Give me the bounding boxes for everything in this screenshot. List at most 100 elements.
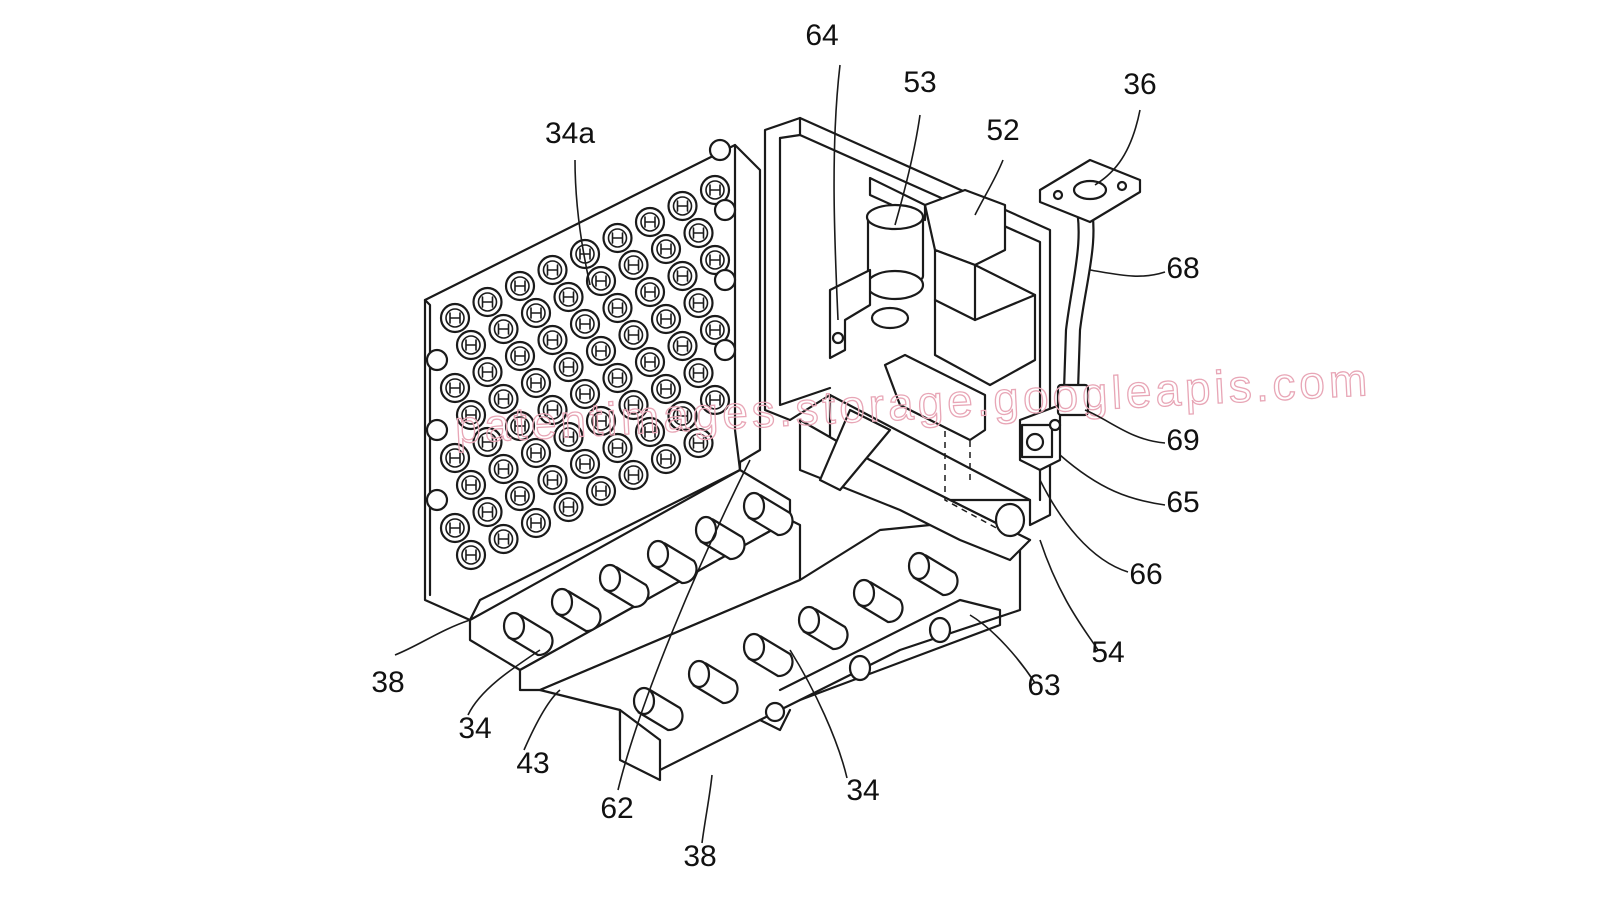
cell-terminal [585, 405, 617, 437]
cell-terminal [488, 453, 519, 485]
cell-terminal [618, 249, 649, 281]
label-38-bottom: 38 [683, 840, 716, 873]
cell-terminal [439, 512, 471, 544]
cell-terminal [537, 464, 568, 496]
component-53-cylinder [865, 176, 927, 330]
cell-terminal [699, 314, 731, 346]
cell-terminal [667, 400, 698, 432]
cell-terminal [439, 372, 471, 404]
flange-36 [1038, 158, 1142, 224]
cylindrical-cell [632, 686, 684, 732]
cell-terminal [569, 448, 601, 480]
cell-terminal [537, 254, 568, 286]
cell-terminal [650, 443, 682, 475]
cell-terminal [504, 480, 536, 512]
leader-lines [394, 64, 1166, 844]
cell-terminal [488, 313, 519, 345]
cell-terminal [553, 421, 584, 453]
cell-terminal [667, 260, 698, 292]
cylindrical-cell [907, 551, 959, 597]
cell-terminal [520, 437, 552, 469]
label-34-left: 34 [458, 712, 491, 745]
cell-terminal [472, 496, 503, 528]
cell-terminal [602, 432, 633, 464]
cell-terminal [569, 378, 601, 410]
cell-terminal [537, 394, 568, 426]
cell-terminal [520, 367, 552, 399]
cell-terminal [569, 238, 601, 270]
label-63: 63 [1027, 669, 1060, 702]
cell-terminal [683, 357, 714, 389]
cell-terminal [455, 399, 487, 431]
label-66: 66 [1129, 558, 1162, 591]
cylindrical-cell [797, 605, 849, 651]
cell-terminal [585, 265, 617, 297]
cell-terminal [634, 206, 666, 238]
cell-terminal [537, 324, 568, 356]
cell-terminal [520, 507, 552, 539]
cylindrical-cell [742, 491, 794, 537]
bottom-structure [468, 468, 1022, 782]
pipe-68 [1056, 198, 1095, 417]
cylindrical-cell [550, 587, 602, 633]
label-43: 43 [516, 747, 549, 780]
cell-terminal [634, 416, 666, 448]
label-64: 64 [805, 19, 838, 52]
cylindrical-cell [502, 611, 554, 657]
label-65: 65 [1166, 486, 1199, 519]
cell-terminal [602, 362, 633, 394]
cylindrical-cell [598, 563, 650, 609]
bottom-cylindrical-cells [502, 491, 959, 732]
battery-module [423, 138, 762, 622]
cell-terminal [472, 356, 503, 388]
cell-terminal [553, 351, 584, 383]
cell-terminal [585, 335, 617, 367]
cell-terminal [455, 469, 487, 501]
cell-terminal [520, 297, 552, 329]
cell-terminal [455, 329, 487, 361]
cell-terminal [504, 270, 536, 302]
cell-terminal [683, 287, 714, 319]
cell-terminal [618, 389, 649, 421]
cell-terminal [683, 217, 714, 249]
cell-terminal [585, 475, 617, 507]
cell-grid [439, 174, 731, 571]
cylindrical-cell [694, 515, 746, 561]
cell-terminal [699, 244, 731, 276]
label-68: 68 [1166, 252, 1199, 285]
label-34a: 34a [545, 117, 595, 150]
cell-terminal [683, 427, 714, 459]
cell-terminal [634, 276, 666, 308]
component-52-block [923, 188, 1037, 387]
terminal-65 [1018, 403, 1062, 472]
cell-terminal [699, 174, 731, 206]
label-36: 36 [1123, 68, 1156, 101]
label-38-left: 38 [371, 666, 404, 699]
cell-terminal [455, 539, 487, 571]
bracket-64 [828, 268, 872, 360]
cell-terminal [553, 281, 584, 313]
cell-terminal [472, 286, 503, 318]
cell-terminal [634, 346, 666, 378]
cell-terminal [618, 459, 649, 491]
cell-terminal [602, 222, 633, 254]
cell-terminal [650, 233, 682, 265]
cell-terminal [439, 442, 471, 474]
cell-terminal [504, 410, 536, 442]
label-54: 54 [1091, 636, 1124, 669]
cell-terminal [650, 373, 682, 405]
cell-terminal [488, 383, 519, 415]
cell-terminal [602, 292, 633, 324]
label-62: 62 [600, 792, 633, 825]
cell-terminal [650, 303, 682, 335]
cylindrical-cell [646, 539, 698, 585]
cell-terminal [439, 302, 471, 334]
cylindrical-cell [687, 659, 739, 705]
cell-terminal [472, 426, 503, 458]
cell-terminal [618, 319, 649, 351]
reference-labels: 64 53 52 36 34a 68 69 65 66 54 63 38 34 … [371, 19, 1199, 873]
cell-terminal [553, 491, 584, 523]
cell-terminal [488, 523, 519, 555]
label-52: 52 [986, 114, 1019, 147]
